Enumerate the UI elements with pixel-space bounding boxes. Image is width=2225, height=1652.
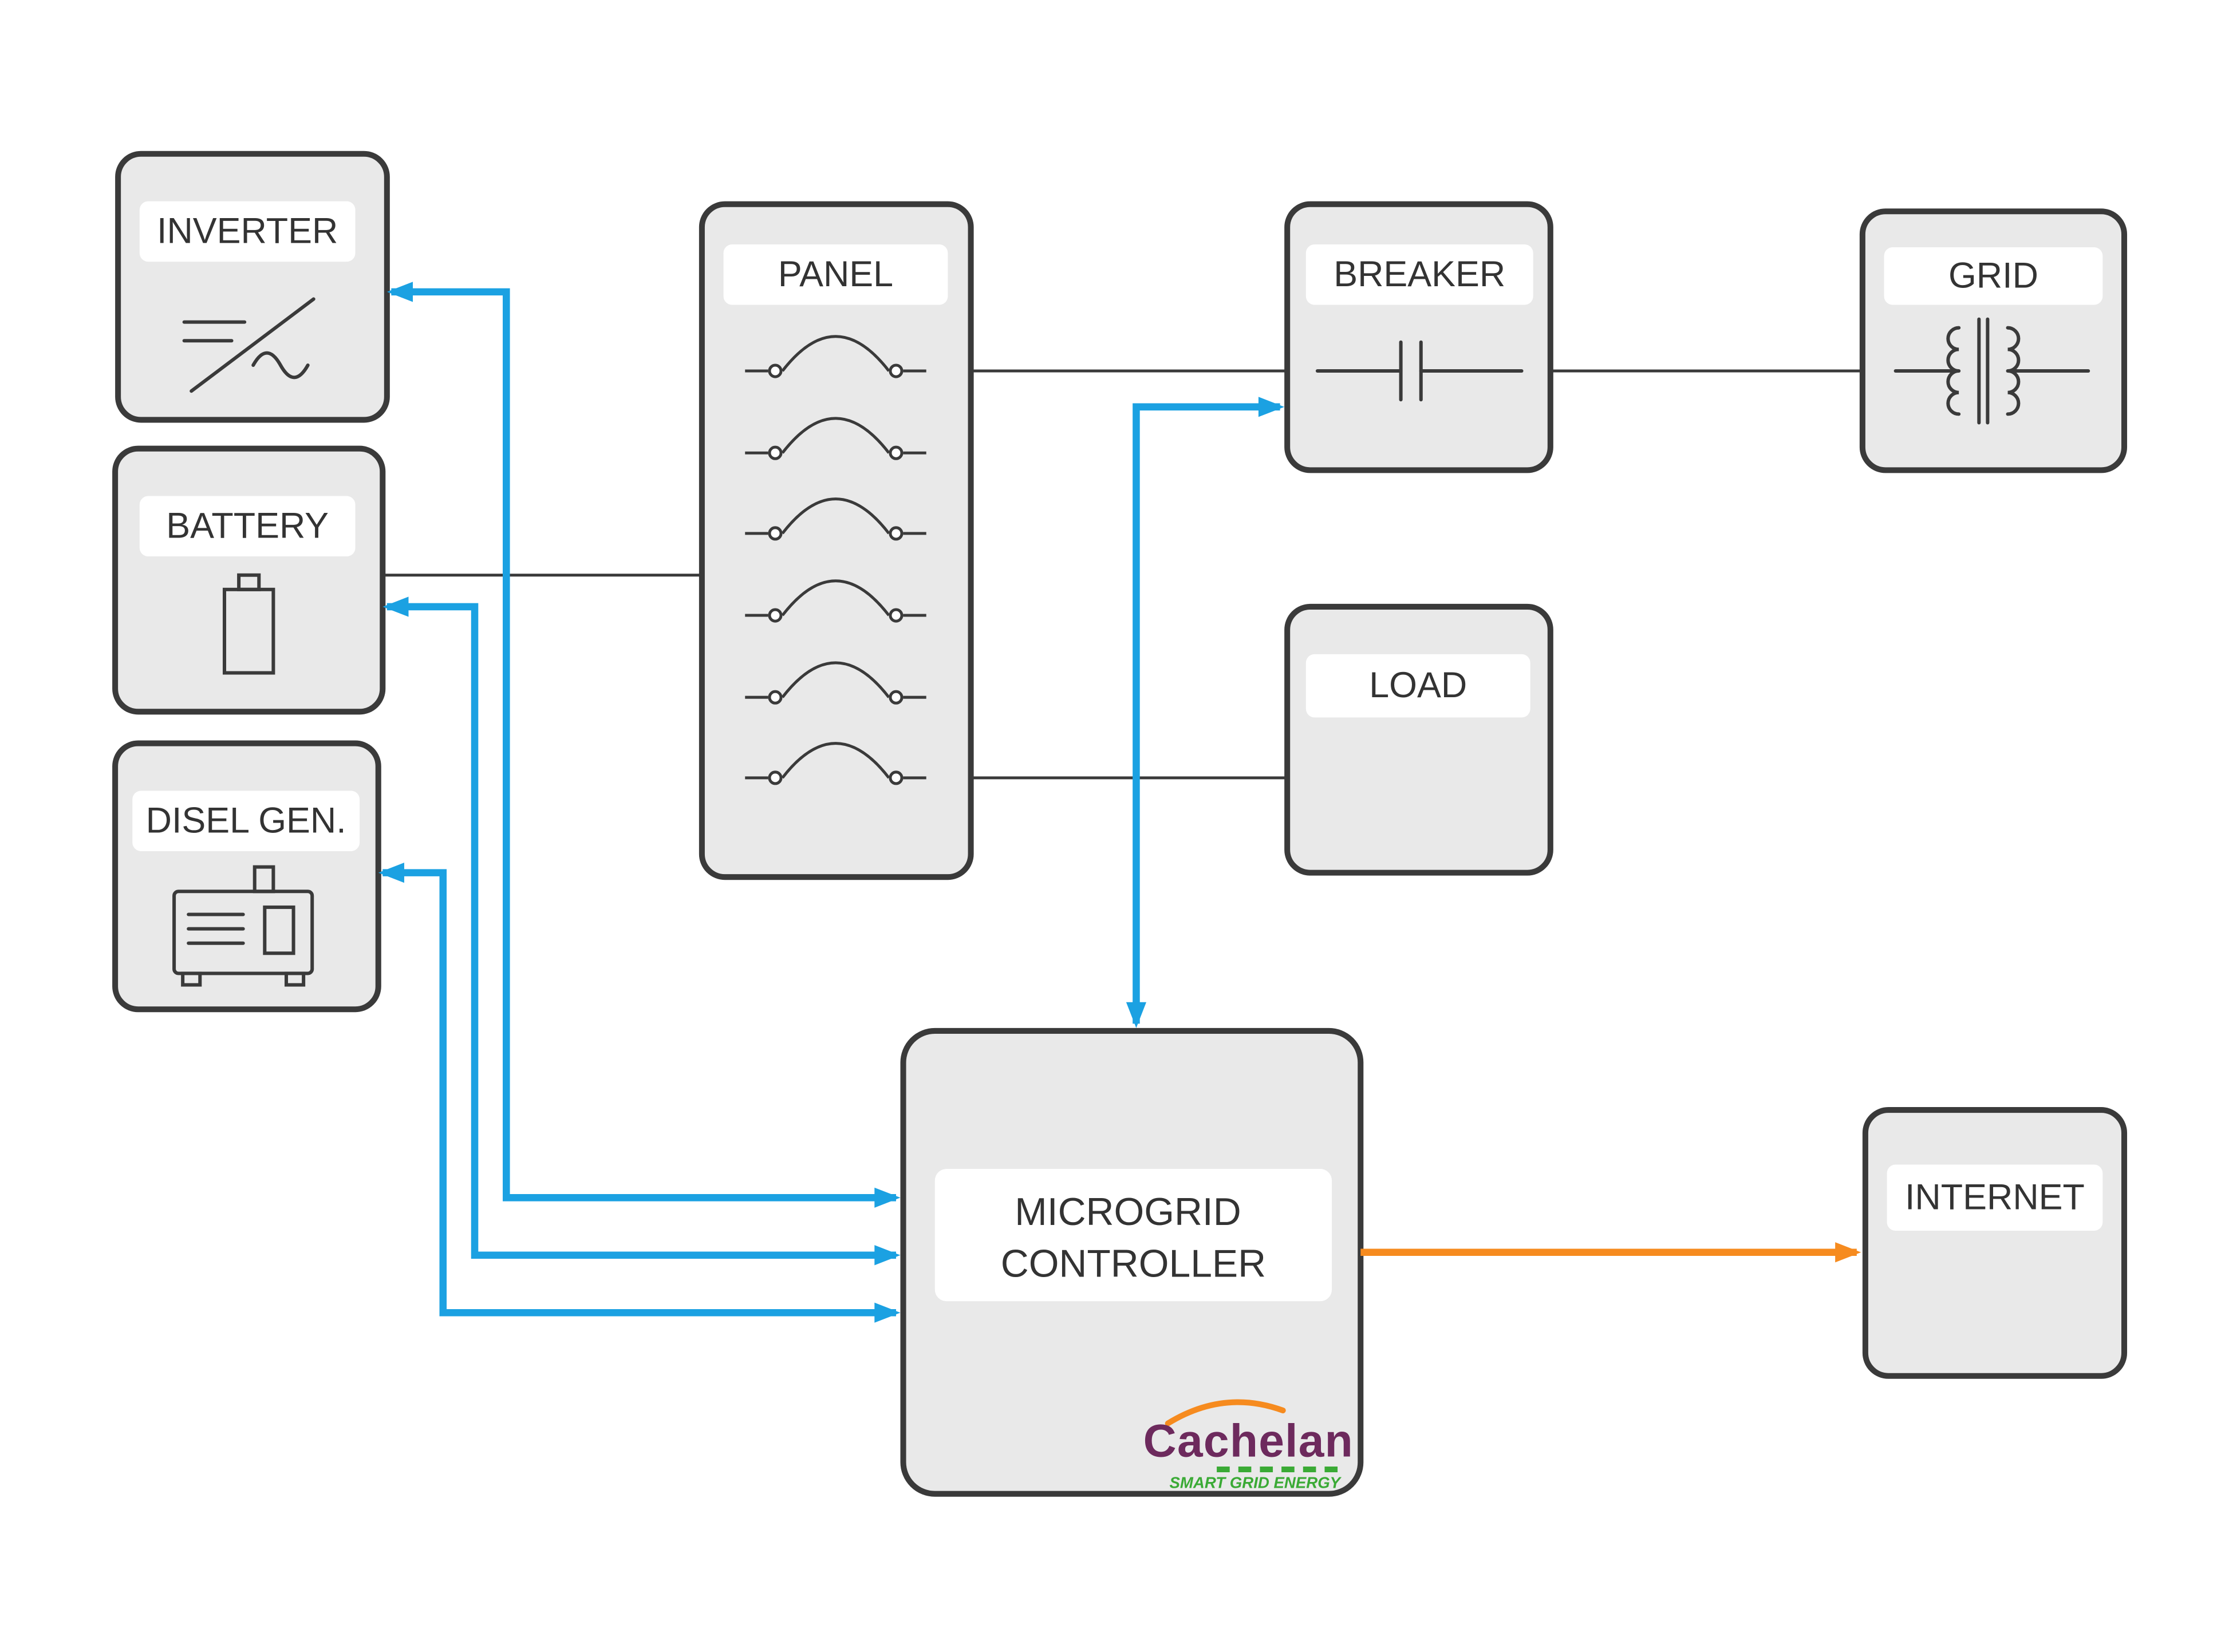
diesel-gen-label-plate bbox=[132, 791, 360, 851]
battery-icon bbox=[222, 573, 275, 675]
power-wires bbox=[382, 369, 1863, 780]
controller-diesel-gen-link bbox=[378, 863, 901, 1323]
battery-label-plate bbox=[139, 496, 356, 557]
microgrid-controller-label-plate bbox=[934, 1169, 1332, 1302]
internet-label-plate bbox=[1887, 1164, 2103, 1231]
breaker-label: BREAKER bbox=[1334, 254, 1505, 294]
grid-node: GRID bbox=[1859, 208, 2128, 473]
breaker-contact-icon bbox=[1315, 340, 1524, 402]
cachelan-logo-tagline: SMART GRID ENERGY bbox=[1169, 1474, 1342, 1492]
internet-box bbox=[1862, 1107, 2128, 1379]
grid-label-plate bbox=[1884, 247, 2103, 305]
cachelan-logo-swoosh-icon bbox=[1165, 1399, 1286, 1426]
cachelan-logo-name: Cachelan bbox=[1143, 1415, 1354, 1467]
internet-label: INTERNET bbox=[1905, 1177, 2085, 1217]
breaker-box bbox=[1284, 201, 1553, 473]
microgrid-controller-node: MICROGRID CONTROLLER Cachelan SMART GRID… bbox=[900, 1027, 1364, 1497]
load-box bbox=[1284, 603, 1553, 876]
microgrid-controller-label: MICROGRID CONTROLLER bbox=[1001, 1191, 1266, 1285]
transformer-grid-icon bbox=[1893, 317, 2090, 425]
panel-box bbox=[699, 201, 974, 880]
diesel-gen-box bbox=[112, 740, 381, 1013]
breaker-label-plate bbox=[1305, 244, 1533, 305]
breaker-node: BREAKER bbox=[1284, 201, 1553, 473]
grid-label: GRID bbox=[1948, 255, 2038, 295]
inverter-box bbox=[115, 151, 390, 423]
diesel-generator-icon bbox=[172, 865, 314, 987]
load-node: LOAD bbox=[1284, 603, 1553, 876]
load-label: LOAD bbox=[1369, 665, 1467, 705]
battery-node: BATTERY bbox=[112, 445, 386, 715]
inverter-node: INVERTER bbox=[115, 151, 390, 423]
inverter-label: INVERTER bbox=[157, 211, 338, 251]
dc-ac-inverter-icon bbox=[182, 297, 315, 393]
internet-node: INTERNET bbox=[1862, 1107, 2128, 1379]
inverter-label-plate bbox=[139, 201, 356, 262]
load-label-plate bbox=[1305, 654, 1530, 718]
cachelan-logo: Cachelan SMART GRID ENERGY bbox=[1143, 1399, 1354, 1492]
panel-label: PANEL bbox=[778, 254, 893, 294]
controller-breaker-link bbox=[1126, 397, 1285, 1028]
panel-node: PANEL bbox=[699, 201, 974, 880]
diesel-gen-label: DISEL GEN. bbox=[146, 800, 346, 840]
diesel-gen-node: DISEL GEN. bbox=[112, 740, 381, 1013]
control-links bbox=[378, 282, 1861, 1323]
battery-label: BATTERY bbox=[166, 505, 329, 546]
